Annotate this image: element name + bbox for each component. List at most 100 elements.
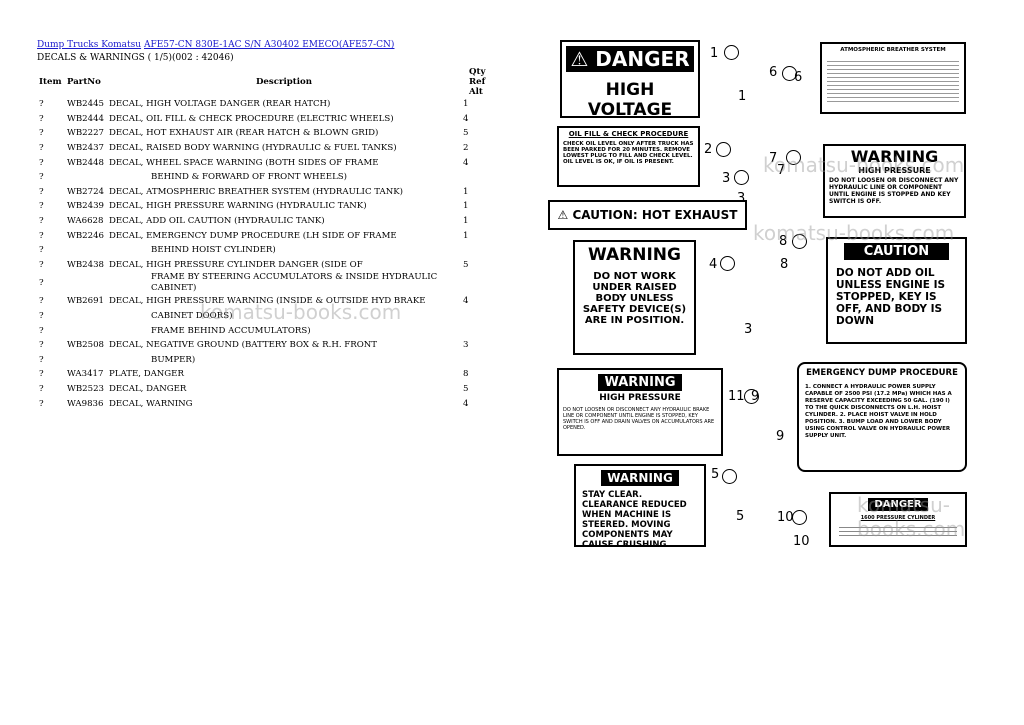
partno-cell [65, 272, 107, 294]
callout-circle-2 [716, 142, 731, 157]
decal-high-voltage: ⚠ DANGER HIGH VOLTAGE [560, 40, 700, 118]
decal-raised-body: WARNING DO NOT WORK UNDER RAISED BODY UN… [573, 240, 696, 355]
callout-circle-4 [720, 256, 735, 271]
decal-11-body: DO NOT LOOSEN OR DISCONNECT ANY HYDRAULI… [563, 407, 715, 431]
qty-cell: 1 [463, 201, 469, 212]
table-body: ? WB2445 DECAL, HIGH VOLTAGE DANGER (REAR … [37, 97, 501, 411]
qty-cell: 4 [463, 296, 469, 307]
description-cell: DECAL, WARNING [109, 398, 193, 409]
description-cell: BEHIND & FORWARD OF FRONT WHEELS) [151, 172, 348, 183]
item-cell: ? [39, 369, 44, 380]
decal-add-oil-caution: CAUTION DO NOT ADD OIL UNLESS ENGINE IS … [826, 237, 967, 344]
callout-circle-5 [722, 469, 737, 484]
callout-circle-3 [734, 170, 749, 185]
partno-cell: WB2444 [67, 113, 105, 124]
header-qty-ref-alt: Qty Ref Alt [461, 67, 501, 97]
description-cell: FRAME BY STEERING ACCUMULATORS & INSIDE … [151, 272, 438, 294]
callout-9: 9 [751, 389, 760, 404]
item-cell: ? [39, 143, 44, 154]
description-cell: DECAL, EMERGENCY DUMP PROCEDURE (LH SIDE… [109, 230, 397, 241]
description-cell: PLATE, DANGER [109, 369, 184, 380]
qty-cell [461, 323, 501, 338]
callout-3-label-b: 3 [744, 322, 753, 337]
decal-10-fine-print [839, 524, 957, 539]
qty-cell: 5 [463, 128, 469, 139]
description-cell: DECAL, OIL FILL & CHECK PROCEDURE (ELECT… [109, 113, 394, 124]
description-cell: DECAL, RAISED BODY WARNING (HYDRAULIC & … [109, 143, 397, 154]
decal-atmospheric-breather: ATMOSPHERIC BREATHER SYSTEM [820, 42, 966, 114]
callout-1: 1 [710, 46, 719, 61]
decal-5-body: STAY CLEAR. CLEARANCE REDUCED WHEN MACHI… [582, 490, 687, 547]
qty-cell: 4 [463, 157, 469, 168]
breadcrumb: Dump Trucks Komatsu AFE57-CN 830E-1AC S/… [37, 40, 394, 50]
partno-cell [65, 243, 107, 258]
description-cell: BUMPER) [151, 354, 196, 365]
description-cell: DECAL, HIGH VOLTAGE DANGER (REAR HATCH) [109, 99, 331, 110]
partno-cell [65, 323, 107, 338]
item-cell: ? [39, 340, 44, 351]
description-cell: BEHIND HOIST CYLINDER) [151, 245, 276, 256]
description-cell: DECAL, NEGATIVE GROUND (BATTERY BOX & R.… [109, 340, 378, 351]
qty-cell: 8 [463, 369, 469, 380]
qty-cell: 5 [463, 259, 469, 270]
decal-3-text: CAUTION: HOT EXHAUST AIR [572, 208, 738, 222]
item-cell: ? [39, 216, 44, 227]
callout-10-label: 10 [793, 534, 810, 549]
callout-circle-6 [782, 66, 797, 81]
decal-high-pressure-hydraulic: WARNING HIGH PRESSURE DO NOT LOOSEN OR D… [823, 144, 966, 218]
item-cell: ? [39, 128, 44, 139]
description-cell: DECAL, HIGH PRESSURE WARNING (HYDRAULIC … [109, 201, 367, 212]
decal-6-head: ATMOSPHERIC BREATHER SYSTEM [840, 47, 946, 53]
item-cell: ? [39, 383, 44, 394]
item-cell: ? [39, 325, 44, 336]
description-cell: CABINET DOORS) [151, 311, 233, 322]
item-cell: ? [39, 296, 44, 307]
partno-cell [65, 309, 107, 324]
decal-7-word: WARNING [850, 147, 939, 166]
description-cell: DECAL, ATMOSPHERIC BREATHER SYSTEM (HYDR… [109, 186, 404, 197]
callout-10: 10 [777, 510, 794, 525]
partno-cell: WB2523 [67, 383, 105, 394]
breadcrumb-model-link[interactable]: AFE57-CN 830E-1AC S/N A30402 EMECO(AFE57… [143, 40, 395, 50]
callout-4: 4 [709, 257, 718, 272]
qty-cell: 1 [463, 216, 469, 227]
partno-cell: WB2724 [67, 186, 105, 197]
description-cell: DECAL, ADD OIL CAUTION (HYDRAULIC TANK) [109, 216, 325, 227]
partno-cell: WB2445 [67, 99, 105, 110]
item-cell: ? [39, 398, 44, 409]
decal-7-sub: HIGH PRESSURE [858, 166, 931, 175]
table-row: ?BUMPER) [37, 353, 501, 368]
header-qty: Qty [469, 67, 486, 77]
qty-cell [461, 309, 501, 324]
decal-2-head: OIL FILL & CHECK PROCEDURE [568, 130, 689, 138]
breadcrumb-root-link[interactable]: Dump Trucks Komatsu [37, 40, 142, 50]
qty-cell: 1 [463, 186, 469, 197]
callout-circle-10 [792, 510, 807, 525]
partno-cell [65, 353, 107, 368]
partno-cell: WB2448 [67, 157, 105, 168]
item-cell: ? [39, 201, 44, 212]
decal-2-body: CHECK OIL LEVEL ONLY AFTER TRUCK HAS BEE… [563, 141, 694, 165]
decal-7-body: DO NOT LOOSEN OR DISCONNECT ANY HYDRAULI… [829, 177, 959, 205]
qty-cell [461, 353, 501, 368]
decal-8-body: DO NOT ADD OIL UNLESS ENGINE IS STOPPED,… [836, 267, 946, 327]
partno-cell: WB2439 [67, 201, 105, 212]
callout-6-label: 6 [794, 70, 803, 85]
qty-cell: 4 [463, 398, 469, 409]
qty-cell: 5 [463, 383, 469, 394]
callout-7-label: 7 [777, 163, 786, 178]
header-partno: PartNo [67, 77, 101, 87]
decal-pressure-cylinder-danger: DANGER 1600 PRESSURE CYLINDER [829, 492, 967, 547]
decal-emergency-dump: EMERGENCY DUMP PROCEDURE 1. CONNECT A HY… [797, 362, 967, 472]
item-cell: ? [39, 172, 44, 183]
description-cell: DECAL, HIGH PRESSURE CYLINDER DANGER (SI… [109, 259, 363, 270]
